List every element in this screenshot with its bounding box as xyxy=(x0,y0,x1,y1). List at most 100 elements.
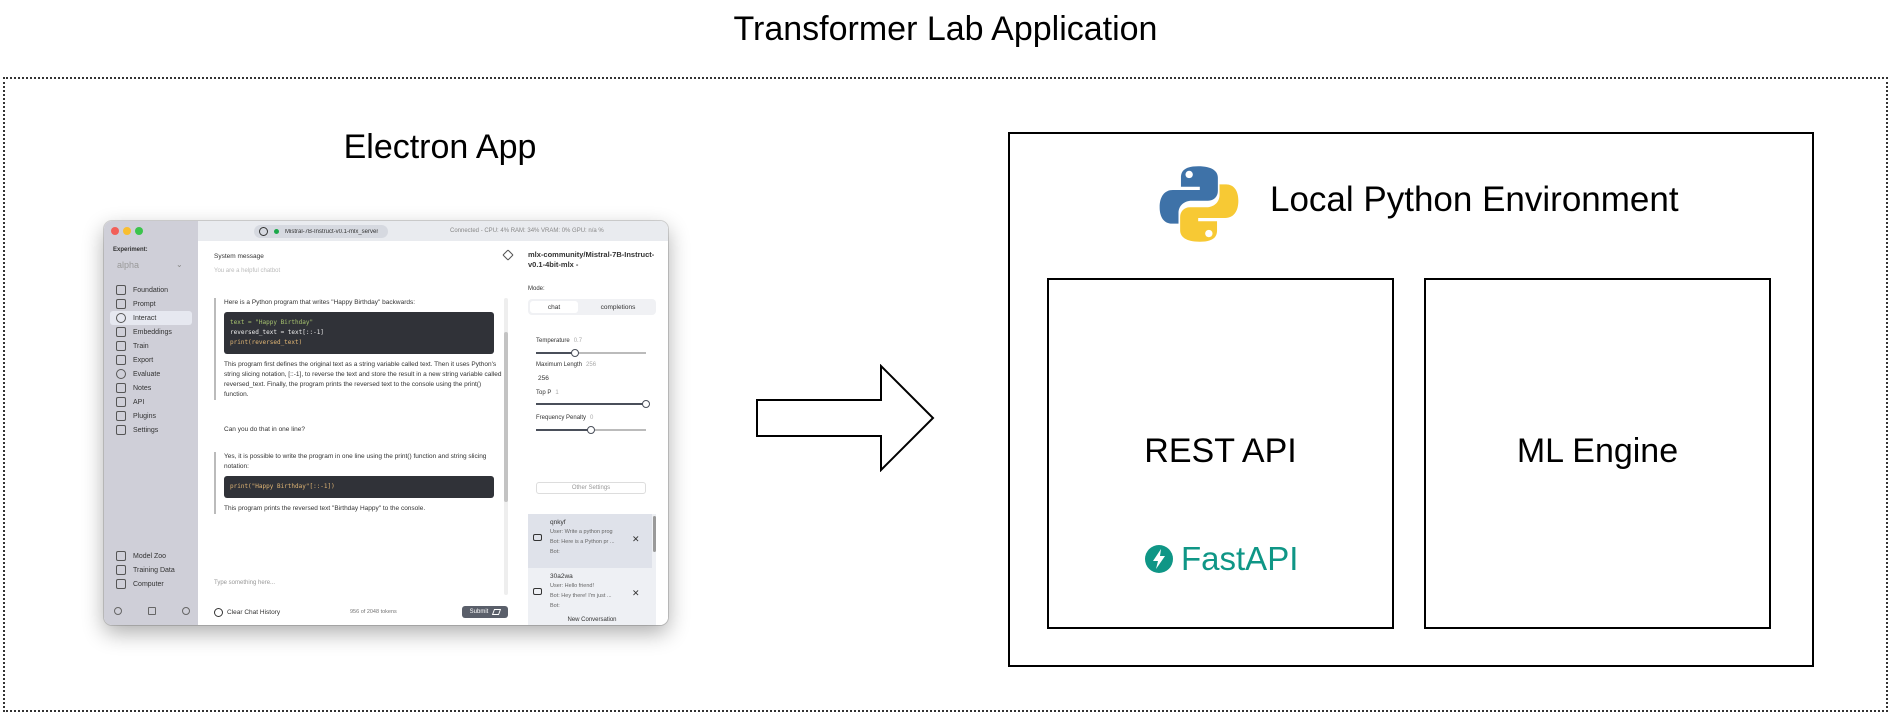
chat-input-placeholder: Type something here... xyxy=(214,580,276,586)
python-environment-label: Local Python Environment xyxy=(1270,180,1679,219)
fastapi-label: FastAPI xyxy=(1181,540,1299,577)
slider-fill xyxy=(536,352,575,354)
sidebar-item-export[interactable]: Export xyxy=(110,353,192,367)
gear-icon[interactable] xyxy=(182,607,190,615)
frequency-penalty-slider[interactable] xyxy=(536,426,646,434)
chat-footer: Clear Chat History 956 of 2048 tokens Su… xyxy=(208,603,518,623)
rest-api-box xyxy=(1047,278,1394,629)
flow-arrow xyxy=(756,364,935,472)
conversation-user-preview: User: Hello friend! xyxy=(550,583,595,589)
application-boundary-dotted xyxy=(3,77,1888,712)
slider-fill xyxy=(536,429,591,431)
mode-completions-tab[interactable]: completions xyxy=(600,303,636,311)
clear-circle-icon[interactable] xyxy=(214,608,223,617)
theme-sun-icon[interactable] xyxy=(114,607,122,615)
clear-chat-history-button[interactable]: Clear Chat History xyxy=(227,609,281,616)
ml-engine-label: ML Engine xyxy=(1516,432,1679,470)
bot-message: Here is a Python program that writes "Ha… xyxy=(214,298,504,400)
mode-switch: chat completions xyxy=(528,299,656,315)
python-logo-eye xyxy=(1205,229,1213,238)
chevron-down-icon: ⌄ xyxy=(176,260,183,269)
sidebar-item-training-data[interactable]: Training Data xyxy=(110,563,192,577)
chat-scrollbar-thumb[interactable] xyxy=(504,332,508,502)
bot-answer-text: Yes, it is possible to write the program… xyxy=(224,453,487,470)
experiment-select[interactable]: alpha xyxy=(117,260,140,270)
other-settings-button[interactable]: Other Settings xyxy=(536,482,646,494)
sidebar-item-computer[interactable]: Computer xyxy=(110,577,192,591)
token-count: 956 of 2048 tokens xyxy=(350,609,397,615)
eject-icon[interactable] xyxy=(259,227,268,236)
close-icon[interactable]: ✕ xyxy=(632,534,640,544)
document-icon xyxy=(116,565,126,575)
conversation-scrollbar[interactable] xyxy=(653,516,656,552)
sidebar-item-prompt[interactable]: Prompt xyxy=(110,297,192,311)
experiment-label: Experiment: xyxy=(113,247,148,253)
app-topbar: Mistral-7B-Instruct-v0.1-mlx_server Conn… xyxy=(198,221,668,241)
system-message-input[interactable]: You are a helpful chatbot xyxy=(214,268,281,274)
settings-model-name: mlx-community/Mistral-7B-Instruct-v0.1-4… xyxy=(528,250,655,269)
code-line: print(reversed_text) xyxy=(230,339,303,346)
conversation-item[interactable]: 30a2wa User: Hello friend! Bot: Hey ther… xyxy=(528,568,652,614)
chat-input[interactable]: Type something here... xyxy=(208,574,518,600)
sidebar-item-embeddings[interactable]: Embeddings xyxy=(110,325,192,339)
sidebar-item-evaluate[interactable]: Evaluate xyxy=(110,367,192,381)
fastapi-logo-bolt xyxy=(1153,549,1165,569)
close-icon[interactable]: ✕ xyxy=(632,588,640,598)
rest-api-label: REST API xyxy=(1144,432,1297,470)
conversation-bot-preview: Bot: Here is a Python pr ... xyxy=(550,539,615,545)
sidebar-item-api[interactable]: API xyxy=(110,395,192,409)
chat-bubble-icon xyxy=(116,313,126,323)
code-line: print("Happy Birthday"[::-1]) xyxy=(230,483,335,490)
temperature-slider[interactable] xyxy=(536,349,646,357)
maximum-length-input[interactable]: 256 xyxy=(538,375,549,382)
bot-message: Yes, it is possible to write the program… xyxy=(214,452,504,514)
maximize-window-dot[interactable] xyxy=(135,227,143,235)
slider-thumb[interactable] xyxy=(587,426,595,434)
chat-bubbles-icon xyxy=(533,588,542,595)
slider-thumb[interactable] xyxy=(570,349,579,357)
app-sidebar: Experiment: alpha ⌄ Foundation Prompt In… xyxy=(104,221,198,625)
mode-chat-tab[interactable]: chat xyxy=(530,301,578,313)
ml-engine-box xyxy=(1424,278,1771,629)
conversation-bot-preview: Bot: xyxy=(550,549,560,555)
conversation-item[interactable]: qnkyf User: Write a python prog Bot: Her… xyxy=(528,514,652,568)
sidebar-item-plugins[interactable]: Plugins xyxy=(110,409,192,423)
loaded-model-pill[interactable]: Mistral-7B-Instruct-v0.1-mlx_server xyxy=(254,225,388,238)
sidebar-footer-tools xyxy=(112,607,192,617)
python-logo-eye xyxy=(1185,170,1193,179)
sidebar-item-foundation[interactable]: Foundation xyxy=(110,283,192,297)
new-conversation-button[interactable]: New Conversation xyxy=(528,614,656,625)
trophy-icon[interactable] xyxy=(148,607,156,615)
plug-icon xyxy=(116,411,126,421)
loaded-model-name: Mistral-7B-Instruct-v0.1-mlx_server xyxy=(285,228,379,235)
conversation-list: qnkyf User: Write a python prog Bot: Her… xyxy=(528,514,656,614)
minimize-window-dot[interactable] xyxy=(123,227,131,235)
code-line: reversed_text = text[::-1] xyxy=(230,329,324,336)
code-block: print("Happy Birthday"[::-1]) xyxy=(224,476,494,498)
sidebar-item-settings[interactable]: Settings xyxy=(110,423,192,437)
chat-history: Here is a Python program that writes "Ha… xyxy=(214,298,504,595)
diagram-title: Transformer Lab Application xyxy=(733,10,1158,48)
conversation-bot-preview: Bot: xyxy=(550,603,560,609)
chat-bubbles-icon xyxy=(533,534,542,541)
slider-fill xyxy=(536,403,646,405)
sidebar-item-notes[interactable]: Notes xyxy=(110,381,192,395)
sidebar-item-interact[interactable]: Interact xyxy=(110,311,192,325)
conversation-id: 30a2wa xyxy=(550,573,573,580)
electron-app-screenshot: Experiment: alpha ⌄ Foundation Prompt In… xyxy=(104,221,668,625)
bot-intro-text: Here is a Python program that writes "Ha… xyxy=(224,299,416,306)
pencil-icon[interactable] xyxy=(502,249,514,261)
top-p-slider[interactable] xyxy=(536,400,650,408)
question-circle-icon xyxy=(116,369,126,379)
code-brackets-icon xyxy=(116,397,126,407)
export-arrow-icon xyxy=(116,355,126,365)
submit-button[interactable]: Submit xyxy=(462,606,508,618)
layers-icon xyxy=(116,285,126,295)
code-block: text = "Happy Birthday" reversed_text = … xyxy=(224,312,494,354)
sidebar-item-model-zoo[interactable]: Model Zoo xyxy=(110,549,192,563)
slider-thumb[interactable] xyxy=(642,400,650,408)
close-window-dot[interactable] xyxy=(111,227,119,235)
sidebar-item-train[interactable]: Train xyxy=(110,339,192,353)
